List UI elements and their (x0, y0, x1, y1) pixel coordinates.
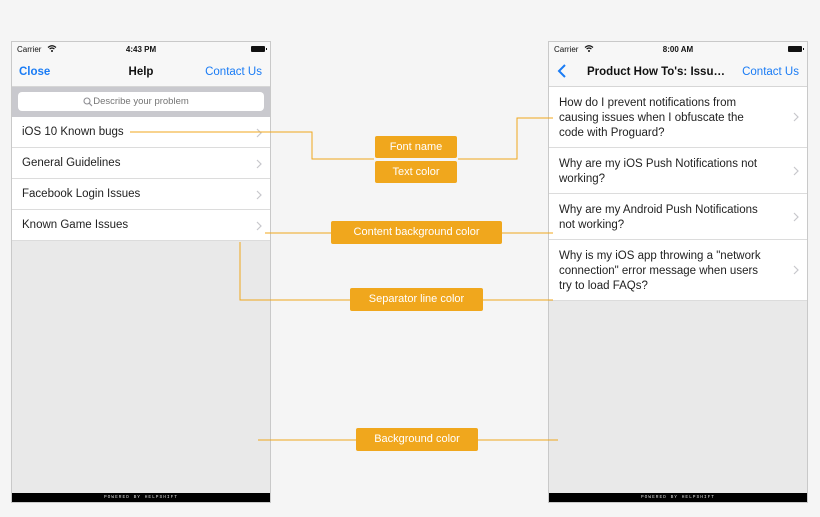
list-item-label: Why is my iOS app throwing a "network co… (559, 250, 761, 292)
navigation-bar: Close Help Contact Us (12, 58, 270, 87)
search-bar (12, 87, 270, 117)
status-time: 4:43 PM (125, 45, 157, 54)
wifi-icon (584, 45, 594, 52)
annotation-content-background-color: Content background color (331, 221, 502, 244)
carrier-label: Carrier (554, 45, 579, 54)
search-icon (83, 97, 93, 107)
list-item-label: Why are my Android Push Notifications no… (559, 204, 758, 231)
list-item-label: General Guidelines (22, 157, 121, 169)
annotation-text-color: Text color (375, 161, 457, 183)
annotation-font-name: Font name (375, 136, 457, 158)
list-item-label: Known Game Issues (22, 219, 129, 231)
wifi-icon (47, 45, 57, 52)
list-item[interactable]: Why are my iOS Push Notifications not wo… (549, 148, 807, 194)
help-screen-left: Carrier 4:43 PM Close Help Contact Us iO… (11, 41, 271, 503)
chevron-right-icon (793, 112, 799, 122)
list-item-label: How do I prevent notifications from caus… (559, 97, 744, 139)
connector-font-name-right (458, 117, 553, 160)
status-time: 8:00 AM (662, 45, 694, 54)
section-list: iOS 10 Known bugs General Guidelines Fac… (12, 117, 270, 241)
chevron-right-icon (793, 212, 799, 222)
powered-by-footer: POWERED BY HELPSHIFT (549, 493, 807, 502)
faq-list-screen-right: Carrier 8:00 AM Product How To's: Issue.… (548, 41, 808, 503)
list-item-label: iOS 10 Known bugs (22, 126, 124, 138)
search-input[interactable] (18, 92, 264, 111)
page-title: Help (128, 66, 154, 78)
carrier-label: Carrier (17, 45, 42, 54)
annotation-background-color: Background color (356, 428, 478, 451)
list-item[interactable]: How do I prevent notifications from caus… (549, 87, 807, 148)
list-item[interactable]: Facebook Login Issues (12, 179, 270, 210)
faq-list: How do I prevent notifications from caus… (549, 87, 807, 301)
list-item[interactable]: General Guidelines (12, 148, 270, 179)
list-item-label: Why are my iOS Push Notifications not wo… (559, 158, 758, 185)
navigation-bar: Product How To's: Issue... Contact Us (549, 58, 807, 87)
chevron-right-icon (256, 159, 262, 169)
contact-us-button[interactable]: Contact Us (742, 66, 799, 78)
battery-icon (788, 46, 804, 52)
list-item[interactable]: Why are my Android Push Notifications no… (549, 194, 807, 240)
chevron-right-icon (793, 166, 799, 176)
close-button[interactable]: Close (19, 66, 51, 78)
chevron-right-icon (256, 128, 262, 138)
powered-by-footer: POWERED BY HELPSHIFT (12, 493, 270, 502)
contact-us-button[interactable]: Contact Us (205, 66, 262, 78)
list-item[interactable]: Known Game Issues (12, 210, 270, 241)
annotation-separator-line-color: Separator line color (350, 288, 483, 311)
back-chevron-icon[interactable] (555, 62, 569, 80)
connector-separator-left (239, 242, 350, 301)
connector-font-name-left (130, 131, 374, 160)
status-bar: Carrier 8:00 AM (549, 42, 807, 58)
list-item[interactable]: iOS 10 Known bugs (12, 117, 270, 148)
battery-icon (251, 46, 267, 52)
chevron-right-icon (256, 221, 262, 231)
status-bar: Carrier 4:43 PM (12, 42, 270, 58)
chevron-right-icon (256, 190, 262, 200)
list-item[interactable]: Why is my iOS app throwing a "network co… (549, 240, 807, 301)
list-item-label: Facebook Login Issues (22, 188, 141, 200)
chevron-right-icon (793, 265, 799, 275)
